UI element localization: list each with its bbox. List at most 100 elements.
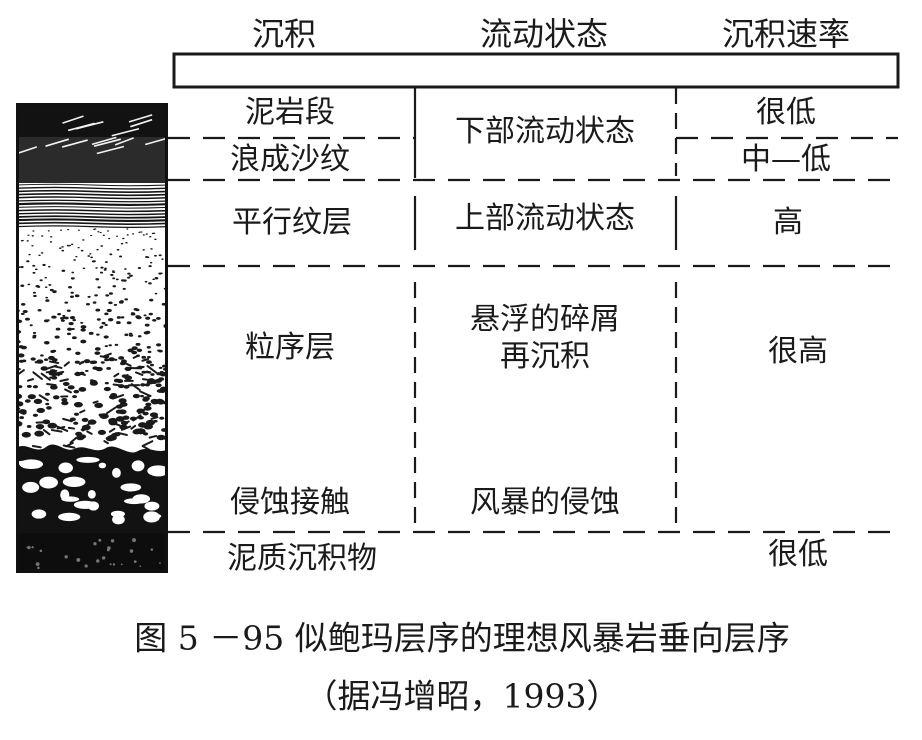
grain xyxy=(99,271,104,274)
grain xyxy=(156,316,161,320)
grain xyxy=(113,303,118,306)
coarse-clast xyxy=(106,357,113,362)
grain xyxy=(32,336,37,339)
rip-up-clast xyxy=(98,462,107,469)
header-bar xyxy=(172,52,900,89)
grain xyxy=(29,324,33,327)
grain xyxy=(99,231,102,234)
flow-suspension-line1: 悬浮的碎屑 xyxy=(470,302,620,337)
grain xyxy=(133,308,138,311)
grain xyxy=(50,384,58,390)
grain xyxy=(144,323,150,327)
grain xyxy=(68,244,72,247)
coarse-clast xyxy=(137,406,149,415)
mud-speck xyxy=(93,542,97,546)
mud-speck xyxy=(133,560,137,563)
grain xyxy=(31,235,34,237)
grain xyxy=(74,294,80,298)
grain xyxy=(149,261,153,264)
grain xyxy=(118,398,127,404)
coarse-clast xyxy=(80,422,90,431)
grain xyxy=(148,312,153,316)
grain xyxy=(67,229,70,231)
mud-speck xyxy=(132,538,136,543)
mud-speck xyxy=(101,556,106,560)
grain xyxy=(61,397,68,402)
grain xyxy=(104,381,109,385)
coarse-clast xyxy=(150,416,159,420)
grain xyxy=(161,258,164,260)
grain xyxy=(61,249,65,252)
grain xyxy=(140,383,146,387)
coarse-clast xyxy=(32,371,43,381)
coarse-clast xyxy=(92,400,99,404)
coarse-clast xyxy=(113,372,120,378)
grain xyxy=(146,355,151,359)
grain xyxy=(94,294,98,297)
coarse-clast xyxy=(49,369,60,377)
parallel-lamina xyxy=(16,189,168,193)
grain xyxy=(61,400,69,406)
grain xyxy=(108,301,113,305)
coarse-clast xyxy=(108,418,116,423)
grain xyxy=(32,264,36,267)
label-graded-bed: 粒序层 xyxy=(245,330,335,365)
grain xyxy=(74,360,80,364)
rip-up-clast xyxy=(87,489,96,499)
grain xyxy=(67,286,73,289)
grain xyxy=(148,265,152,268)
label-erosional-contact: 侵蚀接触 xyxy=(230,485,350,520)
grain xyxy=(127,348,134,353)
grain xyxy=(103,386,111,392)
mud-speck xyxy=(109,563,112,566)
grain xyxy=(20,302,26,306)
grain xyxy=(142,432,149,436)
coarse-clast xyxy=(40,372,51,381)
grain xyxy=(149,412,159,418)
flow-suspension-line2: 再沉积 xyxy=(500,339,590,374)
coarse-clast xyxy=(158,388,167,392)
coarse-clast xyxy=(81,427,88,432)
grain xyxy=(120,316,125,319)
grain xyxy=(45,299,50,302)
coarse-clast xyxy=(59,378,69,383)
rip-up-clast xyxy=(112,467,121,478)
figure-caption: 图 5 －95 似鲍玛层序的理想风暴岩垂向层序 xyxy=(134,618,790,658)
grain xyxy=(135,342,141,346)
grain xyxy=(154,292,158,295)
grain xyxy=(126,321,132,325)
grain xyxy=(33,398,43,404)
grain xyxy=(66,347,72,351)
grain xyxy=(27,394,36,400)
coarse-clast xyxy=(26,378,35,382)
grain xyxy=(108,237,111,240)
grain xyxy=(67,385,75,390)
rip-up-clast xyxy=(112,514,125,525)
grain xyxy=(59,316,65,320)
grain xyxy=(128,334,134,337)
mud-speck xyxy=(96,559,100,563)
grain xyxy=(49,288,54,292)
grain xyxy=(104,345,108,348)
grain xyxy=(60,319,65,322)
parallel-lamina xyxy=(16,209,168,213)
grain xyxy=(142,411,149,416)
parallel-lamina xyxy=(16,196,168,200)
rip-up-clast xyxy=(39,476,58,489)
grain xyxy=(103,335,109,339)
coarse-clast xyxy=(122,374,129,378)
grain xyxy=(115,235,119,237)
grain xyxy=(141,370,147,374)
grain xyxy=(73,259,76,261)
grain xyxy=(72,319,77,322)
grain xyxy=(75,351,81,355)
grain xyxy=(45,392,50,396)
grain xyxy=(58,247,62,249)
grain xyxy=(89,380,98,386)
grain xyxy=(96,248,99,251)
grain xyxy=(89,253,92,255)
grain xyxy=(32,230,35,232)
grain xyxy=(43,341,50,345)
coarse-clast xyxy=(134,371,144,376)
grain xyxy=(20,284,25,287)
